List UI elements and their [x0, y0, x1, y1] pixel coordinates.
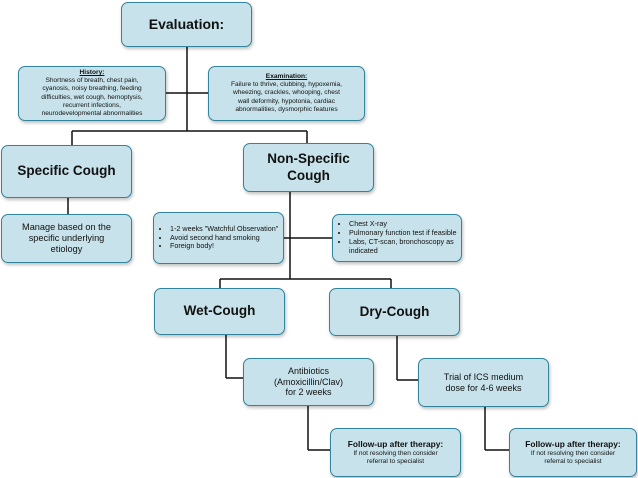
examination-box: Examination: Failure to thrive, clubbing…: [208, 66, 365, 121]
dry-cough-box: Dry-Cough: [329, 288, 460, 336]
ics-trial-box: Trial of ICS medium dose for 4-6 weeks: [418, 358, 549, 407]
manage-box: Manage based on the specific underlying …: [1, 214, 132, 263]
followup-line: referral to specialist: [366, 457, 425, 465]
wet-cough-box: Wet-Cough: [154, 288, 285, 335]
history-box: History: Shortness of breath, chest pain…: [18, 66, 166, 121]
history-line: Shortness of breath, chest pain,: [45, 77, 139, 85]
specific-cough-title: Specific Cough: [17, 163, 116, 179]
list-item: Chest X-ray: [349, 220, 457, 229]
examination-line: wall deformity, hypotonia, cardiac: [238, 97, 335, 105]
antibiotics-box: Antibiotics (Amoxicillin/Clav) for 2 wee…: [243, 358, 374, 406]
followup-line: If not resolving then consider: [530, 449, 616, 457]
evaluation-box: Evaluation:: [121, 2, 252, 47]
wet-cough-title: Wet-Cough: [183, 303, 256, 319]
manage-line: Manage based on the: [22, 221, 111, 232]
examination-heading: Examination:: [265, 73, 308, 81]
list-item: Foreign body!: [170, 242, 279, 251]
examination-line: abnormalities, dysmorphic features: [235, 105, 338, 113]
list-item: Avoid second hand smoking: [170, 233, 279, 243]
list-item: Pulmonary function test if feasible: [349, 228, 457, 238]
tests-box: Chest X-ray Pulmonary function test if f…: [332, 214, 462, 262]
dry-cough-title: Dry-Cough: [359, 303, 430, 319]
followup-dry-box: Follow-up after therapy: If not resolvin…: [509, 428, 637, 477]
list-item: Labs, CT-scan, bronchoscopy as indicated: [349, 237, 457, 256]
followup-wet-box: Follow-up after therapy: If not resolvin…: [330, 428, 461, 477]
followup-line: If not resolving then consider: [353, 449, 438, 457]
tests-list: Chest X-ray Pulmonary function test if f…: [339, 220, 457, 255]
history-line: difficulties, wet cough, hemoptysis,: [41, 93, 143, 101]
history-line: cyanosis, noisy breathing, feeding: [42, 85, 142, 93]
followup-heading: Follow-up after therapy:: [347, 439, 444, 450]
followup-heading: Follow-up after therapy:: [525, 439, 621, 450]
history-heading: History:: [79, 69, 105, 77]
manage-line: etiology: [50, 244, 83, 255]
manage-line: specific underlying: [28, 232, 105, 243]
history-line: neurodevelopmental abnormalities: [41, 109, 143, 117]
specific-cough-box: Specific Cough: [1, 145, 132, 198]
ics-line: Trial of ICS medium: [443, 371, 524, 382]
watchful-observation-box: 1-2 weeks "Watchful Observation" Avoid s…: [153, 212, 284, 264]
antibiotics-line: Antibiotics: [287, 365, 330, 376]
examination-line: wheezing, crackles, whooping, chest: [232, 89, 341, 97]
non-specific-cough-box: Non-Specific Cough: [243, 143, 374, 192]
examination-line: Failure to thrive, clubbing, hypoxemia,: [230, 81, 343, 89]
ics-line: dose for 4-6 weeks: [445, 382, 522, 393]
non-specific-cough-line: Cough: [287, 167, 330, 183]
watchful-list: 1-2 weeks "Watchful Observation" Avoid s…: [160, 224, 279, 251]
antibiotics-line: for 2 weeks: [285, 387, 332, 398]
evaluation-title: Evaluation:: [148, 15, 225, 32]
history-line: recurrent infections,: [63, 101, 121, 109]
antibiotics-line: (Amoxicillin/Clav): [273, 376, 343, 387]
followup-line: referral to specialist: [544, 457, 602, 465]
list-item: 1-2 weeks "Watchful Observation": [170, 224, 279, 234]
non-specific-cough-line: Non-Specific: [267, 150, 350, 166]
